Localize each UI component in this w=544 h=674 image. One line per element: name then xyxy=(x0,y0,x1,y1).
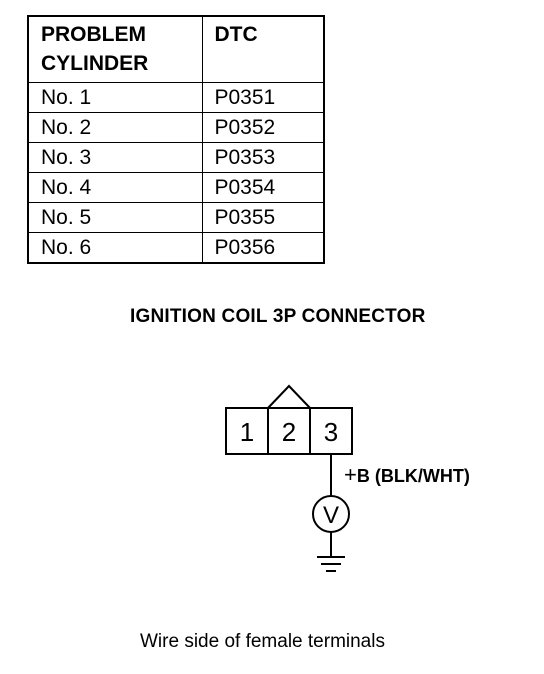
pin-3-label: 3 xyxy=(324,417,338,447)
header-cylinder-line1: PROBLEM xyxy=(41,23,146,46)
voltmeter-symbol: V xyxy=(323,502,339,529)
connector-title: IGNITION COIL 3P CONNECTOR xyxy=(130,306,426,327)
table-row: No. 4 P0354 xyxy=(27,172,325,203)
connector-lock-tab xyxy=(267,384,311,409)
cylinder-cell: No. 2 xyxy=(27,112,203,143)
header-dtc: DTC xyxy=(201,15,325,83)
header-problem-cylinder: PROBLEM CYLINDER xyxy=(27,15,203,83)
table-row: No. 3 P0353 xyxy=(27,142,325,173)
table-header-row: PROBLEM CYLINDER DTC xyxy=(27,15,325,83)
dtc-cell: P0355 xyxy=(201,202,325,233)
pin-2-label: 2 xyxy=(282,417,296,447)
diagram-caption: Wire side of female terminals xyxy=(140,631,385,652)
table-row: No. 6 P0356 xyxy=(27,232,325,264)
table-row: No. 5 P0355 xyxy=(27,202,325,233)
cylinder-cell: No. 4 xyxy=(27,172,203,203)
cylinder-cell: No. 6 xyxy=(27,232,203,264)
cylinder-cell: No. 5 xyxy=(27,202,203,233)
connector-outline xyxy=(225,407,353,455)
cylinder-cell: No. 3 xyxy=(27,142,203,173)
cylinder-cell: No. 1 xyxy=(27,82,203,113)
ground-icon xyxy=(317,556,345,572)
dtc-table: PROBLEM CYLINDER DTC No. 1 P0351 No. 2 P… xyxy=(27,15,325,264)
connector-body xyxy=(225,384,353,455)
pin-1-label: 1 xyxy=(240,417,254,447)
dtc-cell: P0356 xyxy=(201,232,325,264)
wire-label-text: B (BLK/WHT) xyxy=(356,466,470,486)
wire-label: +B (BLK/WHT) xyxy=(344,462,470,488)
plus-sign: + xyxy=(344,462,357,487)
dtc-cell: P0354 xyxy=(201,172,325,203)
table-row: No. 2 P0352 xyxy=(27,112,325,143)
header-cylinder-line2: CYLINDER xyxy=(41,52,149,75)
dtc-cell: P0352 xyxy=(201,112,325,143)
